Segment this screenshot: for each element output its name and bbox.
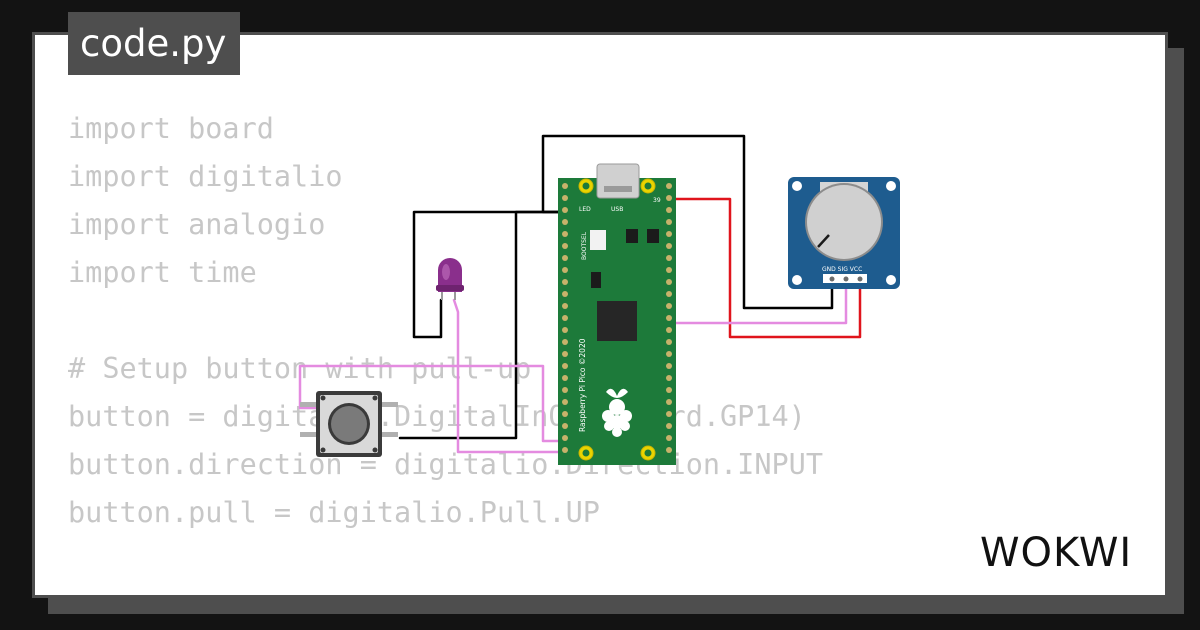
pot-pin-labels: GND SIG VCC xyxy=(822,266,862,273)
bootsel-button[interactable] xyxy=(590,230,606,250)
code-line: import time xyxy=(68,256,257,289)
wokwi-logo: WOKWI xyxy=(980,530,1132,576)
wire-pink-signal[interactable] xyxy=(664,278,848,325)
code-line: import analogio xyxy=(68,208,326,241)
code-line: button.direction = digitalio.Direction.I… xyxy=(68,448,823,481)
raspberry-logo-icon xyxy=(602,388,632,437)
wokwi-logo-text: WOKWI xyxy=(980,530,1132,576)
pin-39-label: 39 xyxy=(653,197,661,204)
pin-holes-right xyxy=(666,183,672,453)
potentiometer-module[interactable]: GND SIG VCC xyxy=(788,177,900,289)
file-tab-label: code.py xyxy=(80,22,227,65)
wires xyxy=(298,134,862,454)
code-line: # Setup potentiometer xyxy=(68,585,823,595)
potentiometer-knob[interactable] xyxy=(807,185,881,259)
pico-board[interactable]: LED USB 39 BOOTSEL Raspberry Pi Pico ©20… xyxy=(558,163,676,465)
board-name-label: Raspberry Pi Pico ©2020 xyxy=(578,338,587,432)
pin-holes-left xyxy=(562,183,568,453)
led-label: LED xyxy=(579,206,591,213)
code-line: import digitalio xyxy=(68,160,343,193)
push-button[interactable] xyxy=(300,391,398,457)
usb-port xyxy=(596,163,640,199)
wire-pink-button[interactable] xyxy=(298,364,570,443)
rp2040-chip xyxy=(597,301,637,341)
wire-red-vcc[interactable] xyxy=(662,197,862,339)
file-tab[interactable]: code.py xyxy=(68,12,240,75)
usb-label: USB xyxy=(611,206,623,213)
wire-pink-led[interactable] xyxy=(452,298,570,454)
led-component[interactable] xyxy=(436,258,464,300)
bootsel-label: BOOTSEL xyxy=(581,231,588,260)
wire-black-led[interactable] xyxy=(412,210,570,339)
code-line: # Setup button with pull-up xyxy=(68,352,532,385)
code-line: import board xyxy=(68,112,274,145)
code-line: button.pull = digitalio.Pull.UP xyxy=(68,496,600,529)
